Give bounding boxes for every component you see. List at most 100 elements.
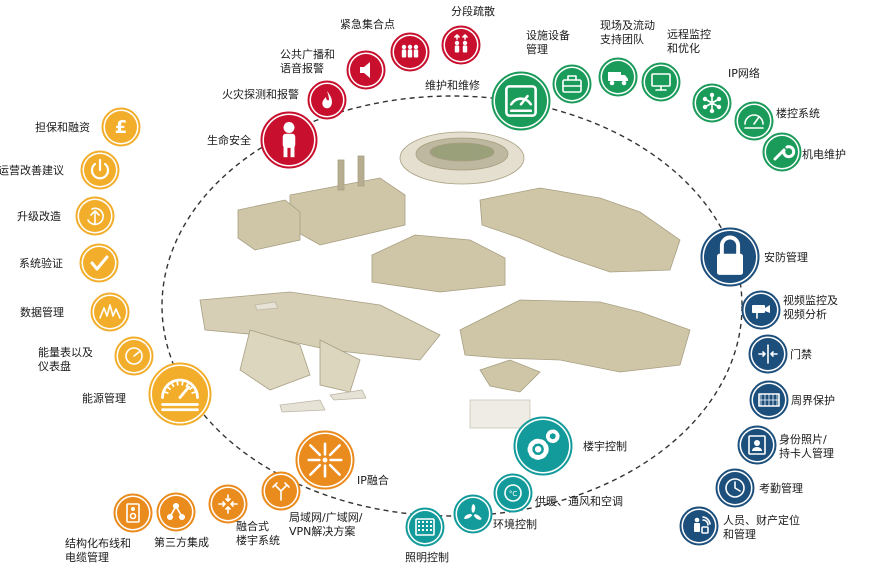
node-maintenance <box>491 71 551 131</box>
node-id-badge <box>737 425 777 465</box>
label-ip-network: IP网络 <box>728 67 760 80</box>
node-hvac: °C <box>493 473 533 513</box>
node-attendance <box>715 468 755 508</box>
door-arrows-icon <box>758 344 778 364</box>
node-data-mgmt <box>90 292 130 332</box>
node-ops-advice <box>80 150 120 190</box>
label-mep-maintenance: 机电维护 <box>802 148 846 161</box>
nodes-icon <box>167 503 185 520</box>
flame-icon <box>322 91 332 109</box>
badge-icon <box>748 435 766 455</box>
node-evacuation <box>441 25 481 65</box>
label-id-badge: 身份照片/ 持卡人管理 <box>779 433 834 460</box>
van-icon <box>608 72 628 86</box>
label-facilities-mgmt: 设施设备 管理 <box>526 29 570 56</box>
tracking-icon <box>694 516 711 534</box>
cabinet-icon <box>126 503 140 523</box>
merge-arrows-icon <box>218 494 238 514</box>
node-lighting <box>405 507 445 547</box>
node-validation <box>79 243 119 283</box>
thermometer-icon: °C <box>504 484 522 502</box>
label-validation: 系统验证 <box>19 257 63 270</box>
node-meters <box>114 336 154 376</box>
label-ip-convergence: IP融合 <box>357 474 389 487</box>
node-life-safety <box>260 111 318 169</box>
node-mep-maintenance <box>762 132 802 172</box>
node-access <box>748 334 788 374</box>
label-hvac: 供暖、通风和空调 <box>535 495 623 508</box>
meter-icon <box>505 85 537 117</box>
label-meters: 能量表以及 仪表盘 <box>38 346 93 373</box>
node-asset-tracking <box>679 506 719 546</box>
node-security <box>700 227 760 287</box>
label-perimeter: 周界保护 <box>791 394 835 407</box>
node-financing: £ <box>101 107 141 147</box>
svg-text:£: £ <box>115 117 128 138</box>
label-attendance: 考勤管理 <box>759 482 803 495</box>
label-lan-wan: 局域网/广域网/ VPN解决方案 <box>289 511 363 538</box>
label-third-party: 第三方集成 <box>154 536 209 549</box>
label-ops-advice: 运营改善建议 <box>0 164 64 177</box>
dial-icon <box>125 347 143 365</box>
label-cabling: 结构化布线和 电缆管理 <box>65 537 131 564</box>
label-access: 门禁 <box>790 348 812 361</box>
label-security: 安防管理 <box>764 251 808 264</box>
gauge-icon <box>744 114 764 129</box>
clock-icon <box>725 478 745 498</box>
node-third-party <box>156 492 196 532</box>
node-environment <box>453 494 493 534</box>
split-arrows-icon <box>272 482 290 501</box>
node-pa-voice <box>346 50 386 90</box>
pound-icon: £ <box>115 117 128 138</box>
node-fire-detection <box>307 80 347 120</box>
label-building-control: 楼控系统 <box>776 107 820 120</box>
label-evacuation: 分段疏散 <box>451 5 495 18</box>
label-upgrade: 升级改造 <box>17 210 61 223</box>
checkmark-icon <box>90 255 109 271</box>
label-energy: 能源管理 <box>82 392 126 405</box>
label-video: 视频监控及 视频分析 <box>783 294 838 321</box>
label-fire-detection: 火灾探测和报警 <box>222 88 299 101</box>
power-icon <box>90 158 110 180</box>
node-video <box>741 290 781 330</box>
network-icon <box>702 92 722 114</box>
node-upgrade <box>75 196 115 236</box>
label-data-mgmt: 数据管理 <box>20 306 64 319</box>
node-cabling <box>113 493 153 533</box>
node-converged-bldg <box>208 484 248 524</box>
label-field-team: 现场及流动 支持团队 <box>600 19 655 46</box>
node-perimeter <box>749 380 789 420</box>
speaker-icon <box>360 62 370 78</box>
label-remote-monitoring: 远程监控 和优化 <box>667 28 711 55</box>
padlock-icon <box>717 235 743 275</box>
lighting-panel-icon <box>415 518 435 536</box>
fan-icon <box>464 504 482 520</box>
node-emergency-assembly <box>390 32 430 72</box>
up-arrow-cycle-icon <box>87 207 104 226</box>
node-ip-convergence <box>295 430 355 490</box>
converge-icon <box>307 442 343 478</box>
node-remote-monitoring <box>641 62 681 102</box>
campus-illustration <box>199 131 691 429</box>
node-lan-wan <box>261 471 301 511</box>
label-lighting: 照明控制 <box>405 551 449 564</box>
label-environment: 环境控制 <box>493 518 537 531</box>
label-converged-bldg: 融合式 楼宇系统 <box>236 520 280 547</box>
node-bms <box>513 416 573 476</box>
people-arrows-icon <box>454 34 468 53</box>
label-asset-tracking: 人员、财产定位 和管理 <box>723 514 800 541</box>
node-building-control <box>734 101 774 141</box>
label-life-safety: 生命安全 <box>207 134 251 147</box>
label-bms: 楼宇控制 <box>583 440 627 453</box>
energy-dial-icon <box>161 378 199 412</box>
label-emergency-assembly: 紧急集合点 <box>340 18 395 31</box>
gears-icon <box>527 429 560 460</box>
toolbox-icon <box>562 75 582 93</box>
camera-icon <box>752 305 770 319</box>
svg-text:°C: °C <box>509 490 518 498</box>
node-energy <box>148 362 212 426</box>
node-ip-network <box>692 83 732 123</box>
label-pa-voice: 公共广播和 语音报警 <box>280 48 335 75</box>
